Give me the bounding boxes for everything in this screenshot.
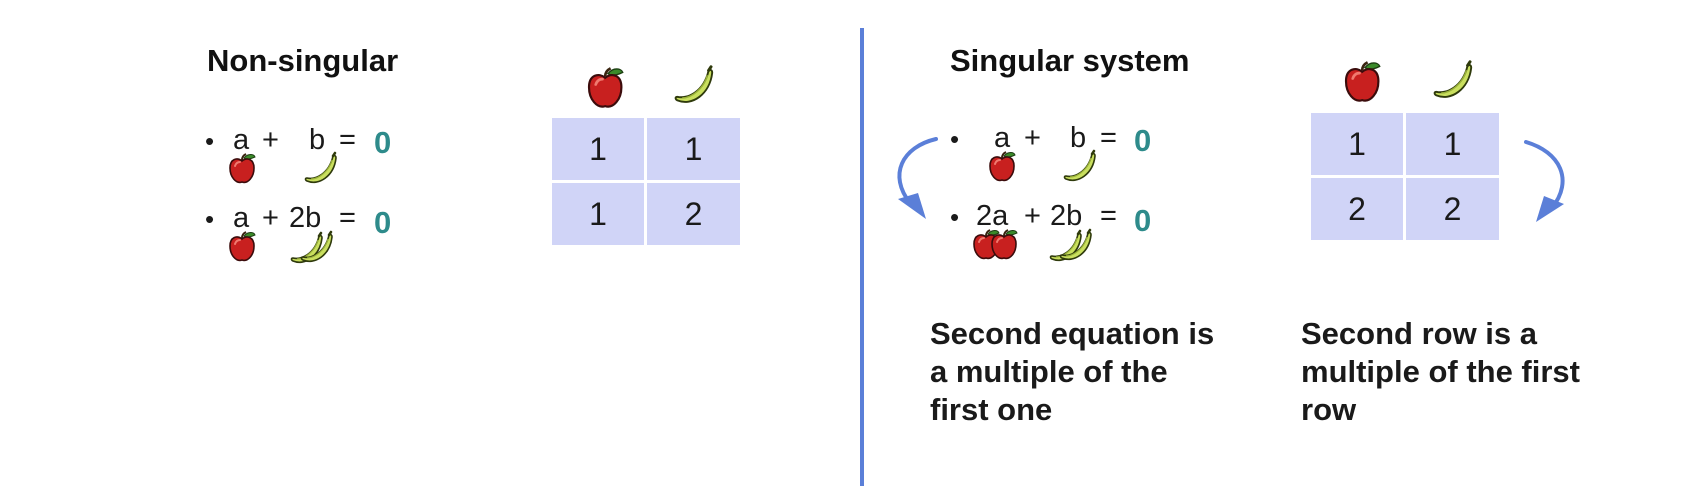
a-term: a — [233, 202, 250, 234]
right-equation-1: • a + b = 0 — [950, 124, 1190, 184]
apple-icon — [229, 153, 256, 184]
left-equation-2: • a + 2b = 0 — [205, 204, 425, 264]
matrix-cell: 1 — [1311, 113, 1403, 175]
apple-icon — [229, 231, 256, 262]
left-equation-1: • a + b = 0 — [205, 126, 425, 186]
a-term: 2a — [976, 200, 1009, 232]
matrix-cell: 1 — [647, 118, 740, 180]
banana-icon — [304, 151, 338, 184]
plus-sign: + — [262, 202, 279, 234]
caption-line: a multiple of the — [930, 354, 1168, 389]
singular-system-heading: Singular system — [950, 43, 1190, 78]
two-apples-icon — [974, 232, 1020, 262]
right-matrix: 1 1 2 2 — [1311, 113, 1499, 240]
apple-icon — [587, 66, 625, 108]
banana-icon — [1063, 149, 1097, 182]
b-term: 2b — [289, 202, 322, 234]
equals-sign: = — [339, 124, 356, 156]
a-term: a — [994, 122, 1011, 154]
bullet: • — [205, 204, 215, 234]
matrix-cell: 1 — [552, 183, 644, 245]
caption-line: row — [1301, 392, 1357, 427]
matrix-cell: 2 — [1406, 178, 1499, 240]
apple-icon — [989, 151, 1016, 182]
two-bananas-icon — [291, 234, 335, 264]
matrix-cell: 2 — [647, 183, 740, 245]
right-equation-2: • 2a + 2b = 0 — [950, 202, 1190, 262]
matrix-cell: 1 — [1406, 113, 1499, 175]
equals-sign: = — [339, 202, 356, 234]
b-term: b — [1070, 122, 1087, 154]
caption-row-multiple: Second row is a multiple of the first ro… — [1301, 315, 1580, 429]
caption-line: Second equation is — [930, 316, 1215, 351]
banana-icon — [674, 65, 714, 104]
plus-sign: + — [262, 124, 279, 156]
equals-sign: = — [1100, 200, 1117, 232]
bullet: • — [950, 124, 960, 154]
plus-sign: + — [1024, 200, 1041, 232]
curved-arrow-icon — [897, 137, 938, 219]
matrix-cell: 1 — [552, 118, 644, 180]
curved-arrow-icon — [1524, 140, 1565, 222]
apple-icon — [1344, 60, 1382, 102]
b-term: b — [309, 124, 326, 156]
two-bananas-icon — [1050, 232, 1094, 262]
bullet: • — [950, 202, 960, 232]
banana-icon — [1433, 60, 1473, 99]
vertical-divider — [860, 28, 864, 486]
rhs-zero: 0 — [1134, 123, 1152, 158]
plus-sign: + — [1024, 122, 1041, 154]
a-term: a — [233, 124, 250, 156]
left-matrix: 1 1 1 2 — [552, 118, 740, 245]
equals-sign: = — [1100, 122, 1117, 154]
non-singular-heading: Non-singular — [207, 43, 399, 78]
caption-line: Second row is a — [1301, 316, 1538, 351]
bullet: • — [205, 126, 215, 156]
rhs-zero: 0 — [374, 205, 392, 240]
rhs-zero: 0 — [374, 125, 392, 160]
rhs-zero: 0 — [1134, 203, 1152, 238]
matrix-cell: 2 — [1311, 178, 1403, 240]
caption-line: multiple of the first — [1301, 354, 1580, 389]
caption-equation-multiple: Second equation is a multiple of the fir… — [930, 315, 1214, 429]
caption-line: first one — [930, 392, 1053, 427]
b-term: 2b — [1050, 200, 1083, 232]
